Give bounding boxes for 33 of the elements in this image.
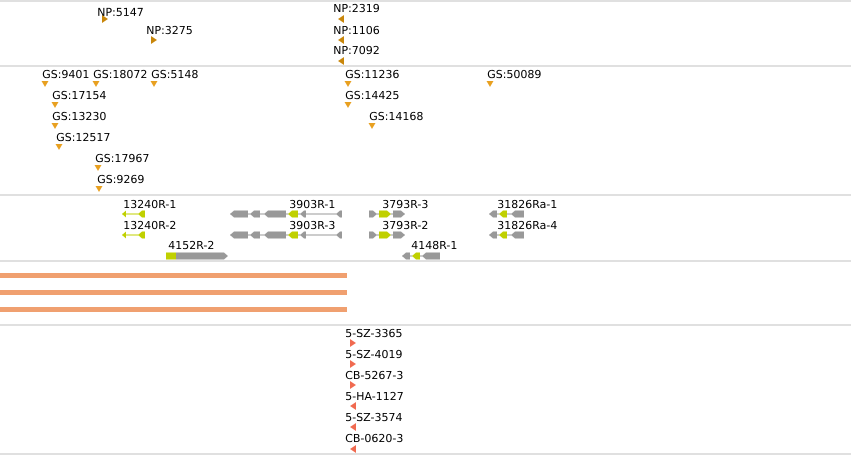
feature-label: 5-SZ-4019 — [346, 350, 402, 358]
feature-label: NP:3275 — [147, 26, 192, 34]
feature-label: NP:7092 — [334, 46, 379, 54]
feature-label: 31826Ra-1 — [498, 200, 556, 208]
feature-label: GS:14425 — [346, 90, 398, 100]
feature-label: GS:18072 — [94, 70, 146, 78]
feature-label: 5-HA-1127 — [346, 392, 403, 400]
feature-label: GS:50089 — [488, 70, 541, 78]
feature-label: 3793R-2 — [383, 220, 428, 230]
feature-label: 5-SZ-3365 — [346, 328, 402, 338]
feature-label: GS:17154 — [52, 90, 106, 100]
feature-label: 13240R-1 — [124, 200, 176, 208]
feature-label: GS:13230 — [52, 112, 106, 120]
feature-label: GS:17967 — [96, 154, 148, 162]
feature-label: 3793R-3 — [383, 200, 428, 208]
feature-label: 4148R-1 — [412, 240, 456, 250]
feature-label: 3903R-1 — [290, 200, 334, 208]
feature-label: 3903R-3 — [290, 220, 334, 230]
feature-label: GS:9269 — [98, 174, 144, 184]
feature-label: CB-5267-3 — [346, 370, 402, 380]
feature-label: GS:12517 — [56, 132, 110, 142]
feature-label: 31826Ra-4 — [498, 220, 557, 230]
feature-label: GS:5148 — [152, 70, 198, 78]
feature-label: NP:2319 — [334, 4, 379, 12]
feature-label: GS:14168 — [370, 112, 423, 120]
feature-label: 5-SZ-3574 — [346, 412, 402, 422]
feature-label: 13240R-2 — [124, 220, 176, 230]
feature-label: CB-0620-3 — [346, 434, 402, 442]
feature-label: NP:5147 — [98, 8, 143, 16]
feature-label: GS:9401 — [42, 70, 88, 78]
feature-label: GS:11236 — [346, 70, 399, 78]
feature-label: NP:1106 — [334, 26, 380, 34]
feature-label: 4152R-2 — [168, 240, 214, 250]
